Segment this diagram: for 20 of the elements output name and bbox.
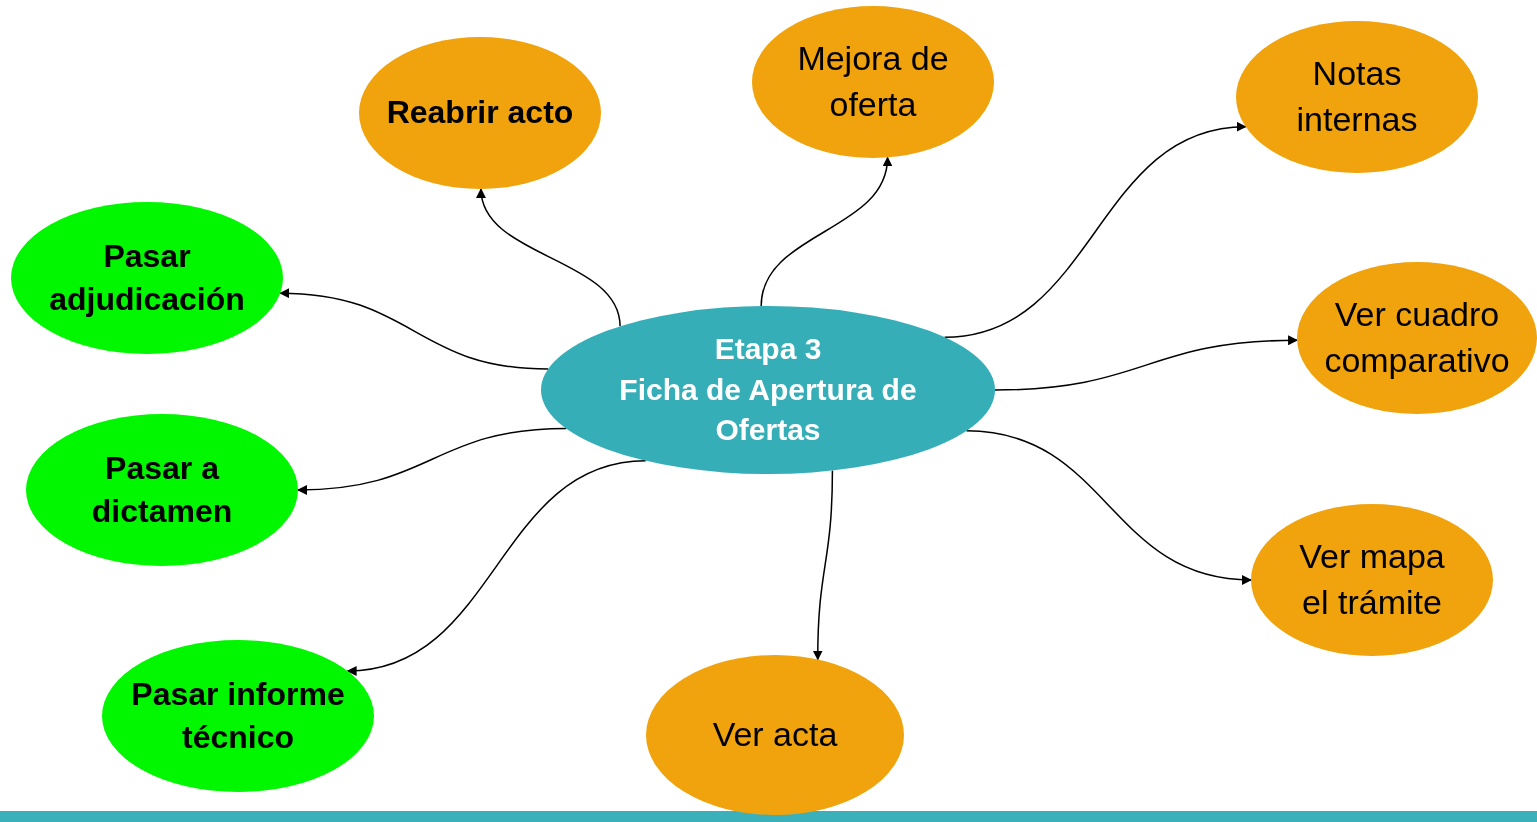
node-label: Notas internas (1295, 53, 1419, 140)
node-label: Pasar a dictamen (90, 448, 234, 531)
curved-arrow (760, 156, 892, 307)
curved-arrow (477, 188, 621, 328)
node-label: Ficha de Apertura de Ofertas (618, 371, 918, 449)
node-label: Pasar adjudicación (48, 236, 246, 319)
curved-arrow (994, 335, 1299, 391)
node-label: Etapa 3 (713, 331, 823, 368)
curved-arrow (943, 122, 1247, 338)
curved-arrow (812, 469, 834, 661)
node-label: Ver acta (711, 714, 839, 756)
node-label: Mejora de oferta (796, 38, 950, 125)
curved-arrow (346, 460, 647, 675)
node-label: Reabrir acto (385, 93, 575, 133)
node-label: Ver mapa el trámite (1298, 536, 1446, 623)
node-label: Pasar informe técnico (130, 674, 346, 757)
curved-arrow (297, 427, 568, 495)
node-label: Ver cuadro comparativo (1323, 294, 1511, 381)
curved-arrow (965, 430, 1252, 585)
curved-arrow (279, 288, 549, 370)
